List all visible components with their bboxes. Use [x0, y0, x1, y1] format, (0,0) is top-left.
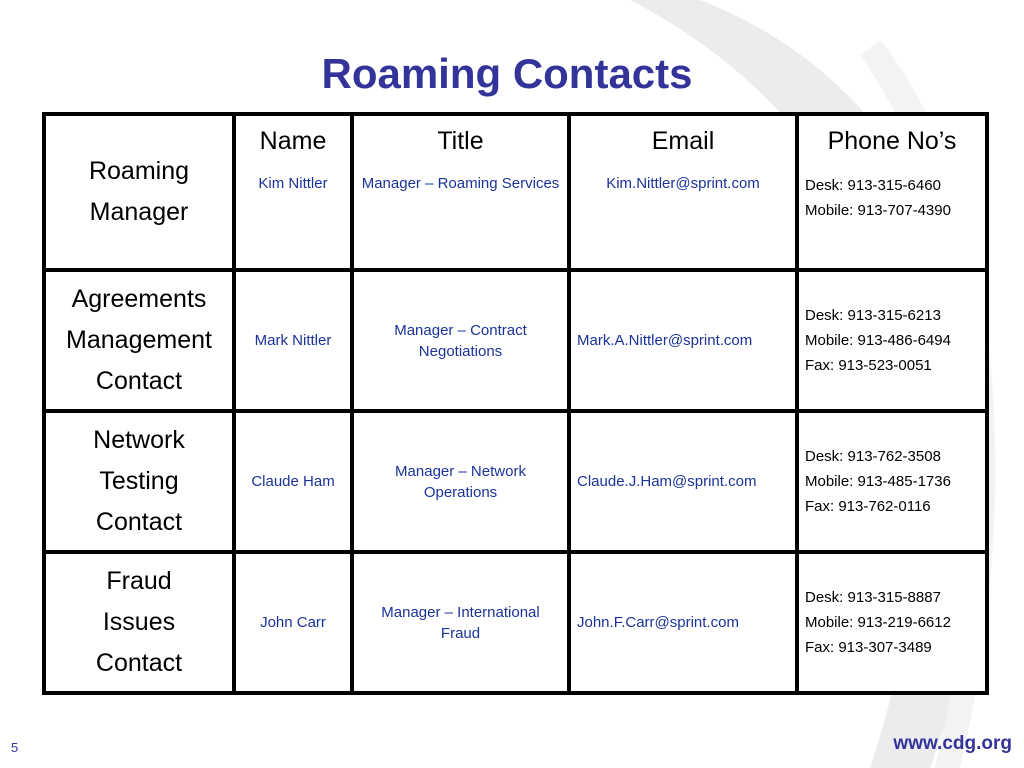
phone-line: Mobile: 913-486-6494 [805, 332, 951, 349]
contact-title: Manager – Contract Negotiations [350, 268, 571, 413]
contact-email: Kim.Nittler@sprint.com [606, 175, 760, 192]
contact-email: Mark.A.Nittler@sprint.com [567, 268, 799, 413]
contact-title: Manager – Roaming Services [361, 175, 560, 192]
role-cell: Agreements Management Contact [42, 268, 236, 413]
slide-title: Roaming Contacts [321, 50, 693, 97]
name-cell: Name Kim Nittler [232, 112, 354, 272]
phone-line: Mobile: 913-485-1736 [805, 473, 951, 490]
email-cell: Email Kim.Nittler@sprint.com [567, 112, 799, 272]
contact-phones: Desk: 913-315-6460 Mobile: 913-707-4390 [805, 173, 979, 223]
footer-url[interactable]: www.cdg.org [893, 733, 1012, 754]
contacts-table: Roaming Manager Name Kim Nittler Title M… [42, 112, 989, 695]
role-cell: Fraud Issues Contact [42, 550, 236, 695]
contact-name: John Carr [232, 550, 354, 695]
table-row: Network Testing Contact Claude Ham Manag… [42, 409, 989, 554]
role-label-line: Contact [95, 508, 183, 536]
contact-name: Kim Nittler [258, 175, 328, 192]
page-number: 5 [11, 740, 19, 755]
contact-phones: Desk: 913-315-8887 Mobile: 913-219-6612 … [795, 550, 989, 695]
contact-email: Claude.J.Ham@sprint.com [567, 409, 799, 554]
role-cell: Network Testing Contact [42, 409, 236, 554]
phone-line: Fax: 913-523-0051 [805, 357, 932, 374]
contact-title: Manager – Network Operations [350, 409, 571, 554]
contact-name: Mark Nittler [232, 268, 354, 413]
phone-line: Desk: 913-315-8887 [805, 589, 941, 606]
role-label-line: Issues [102, 608, 176, 636]
contact-email: John.F.Carr@sprint.com [567, 550, 799, 695]
role-label-line: Management [66, 326, 212, 354]
role-label-line: Roaming [88, 157, 190, 185]
role-label-line: Network [93, 426, 185, 454]
column-header-email: Email [651, 127, 715, 155]
phone-cell: Phone No’s Desk: 913-315-6460 Mobile: 91… [795, 112, 989, 272]
title-cell: Title Manager – Roaming Services [350, 112, 571, 272]
role-cell: Roaming Manager [42, 112, 236, 272]
contact-phones: Desk: 913-762-3508 Mobile: 913-485-1736 … [795, 409, 989, 554]
phone-line: Desk: 913-762-3508 [805, 448, 941, 465]
phone-line: Desk: 913-315-6213 [805, 307, 941, 324]
role-label-line: Manager [89, 198, 189, 226]
phone-line: Mobile: 913-219-6612 [805, 614, 951, 631]
column-header-phone: Phone No’s [827, 127, 957, 155]
table-row: Roaming Manager Name Kim Nittler Title M… [42, 112, 989, 272]
role-label-line: Contact [95, 649, 183, 677]
role-label-line: Testing [99, 467, 179, 495]
role-label-line: Contact [95, 367, 183, 395]
table-row: Fraud Issues Contact John Carr Manager –… [42, 550, 989, 695]
column-header-name: Name [259, 127, 327, 155]
phone-line: Desk: 913-315-6460 [805, 177, 941, 194]
role-label-line: Fraud [106, 567, 172, 595]
contact-title: Manager – International Fraud [350, 550, 571, 695]
phone-line: Mobile: 913-707-4390 [805, 202, 951, 219]
phone-line: Fax: 913-762-0116 [805, 498, 931, 515]
role-label-line: Agreements [71, 285, 207, 313]
column-header-title: Title [437, 127, 484, 155]
table-row: Agreements Management Contact Mark Nittl… [42, 268, 989, 413]
phone-line: Fax: 913-307-3489 [805, 639, 932, 656]
contact-phones: Desk: 913-315-6213 Mobile: 913-486-6494 … [795, 268, 989, 413]
contact-name: Claude Ham [232, 409, 354, 554]
